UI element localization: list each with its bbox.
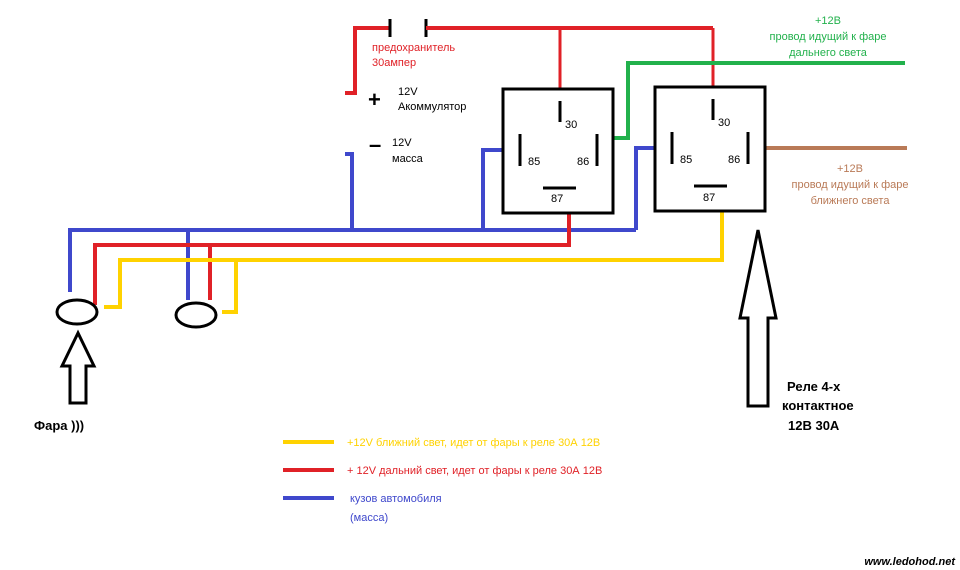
relay-1-pin-30: 30 <box>565 119 577 131</box>
battery-minus-label: масса <box>392 153 424 165</box>
relay-arrow <box>738 229 778 408</box>
relay-2-pin-87: 87 <box>703 192 715 204</box>
battery-plus-terminal: + 12V Акоммулятор <box>368 86 466 113</box>
relay-1-pin-87: 87 <box>551 193 563 205</box>
headlight-arrow <box>59 329 97 405</box>
legend-text-blue-line1: кузов автомобиля <box>350 493 442 505</box>
low-beam-desc-2: ближнего света <box>811 195 891 207</box>
battery-minus-terminal: – 12V масса <box>369 132 424 165</box>
battery-minus-voltage: 12V <box>392 137 412 149</box>
legend-text-blue-line2: (масса) <box>350 512 388 524</box>
relay-2: 30 85 86 87 <box>653 85 767 213</box>
relay-label: Реле 4-х контактное 12В 30А <box>782 379 854 433</box>
relay-2-pin-86: 86 <box>728 154 740 166</box>
plus-symbol: + <box>368 87 381 112</box>
red-wire-high-beam-87 <box>93 190 571 305</box>
legend: +12V ближний свет, идет от фары к реле 3… <box>283 437 602 524</box>
battery-plus-voltage: 12V <box>398 86 418 98</box>
relay-label-line2: контактное <box>782 398 854 413</box>
headlight-1 <box>55 298 99 326</box>
low-beam-wire-label: +12В провод идущий к фаре ближнего света <box>792 163 909 207</box>
fuse-feed-wire <box>345 26 390 95</box>
legend-text-yellow: +12V ближний свет, идет от фары к реле 3… <box>347 437 600 449</box>
relay-label-line3: 12В 30А <box>788 418 840 433</box>
high-beam-desc-2: дальнего света <box>789 47 868 59</box>
headlight-2 <box>174 301 218 329</box>
relay-2-pin-30: 30 <box>718 117 730 129</box>
relay-1-pin-85: 85 <box>528 156 540 168</box>
relay-1: 30 85 86 87 <box>501 87 615 215</box>
low-beam-voltage: +12В <box>837 163 863 175</box>
relay-2-pin-85: 85 <box>680 154 692 166</box>
fuse: предохранитель 30ампер <box>345 19 713 95</box>
high-beam-voltage: +12В <box>815 15 841 27</box>
yellow-wire-headlight2 <box>222 260 238 314</box>
minus-symbol: – <box>369 132 381 157</box>
legend-item-blue: кузов автомобиля (масса) <box>283 493 442 524</box>
watermark: www.ledohod.net <box>864 556 956 568</box>
high-beam-desc-1: провод идущий к фаре <box>770 31 887 43</box>
headlight-label: Фара ))) <box>34 418 84 433</box>
yellow-wire-low-beam-87 <box>104 210 724 309</box>
relay-1-pin-86: 86 <box>577 156 589 168</box>
fuse-label-line1: предохранитель <box>372 42 455 54</box>
fuse-label-line2: 30ампер <box>372 57 416 69</box>
legend-item-yellow: +12V ближний свет, идет от фары к реле 3… <box>283 437 600 449</box>
wires <box>68 28 907 314</box>
legend-item-red: + 12V дальний свет, идет от фары к реле … <box>283 465 602 477</box>
relay-label-line1: Реле 4-х <box>787 379 841 394</box>
high-beam-wire-label: +12В провод идущий к фаре дальнего света <box>770 15 887 59</box>
battery-plus-label: Акоммулятор <box>398 101 466 113</box>
legend-text-red: + 12V дальний свет, идет от фары к реле … <box>347 465 602 477</box>
low-beam-desc-1: провод идущий к фаре <box>792 179 909 191</box>
